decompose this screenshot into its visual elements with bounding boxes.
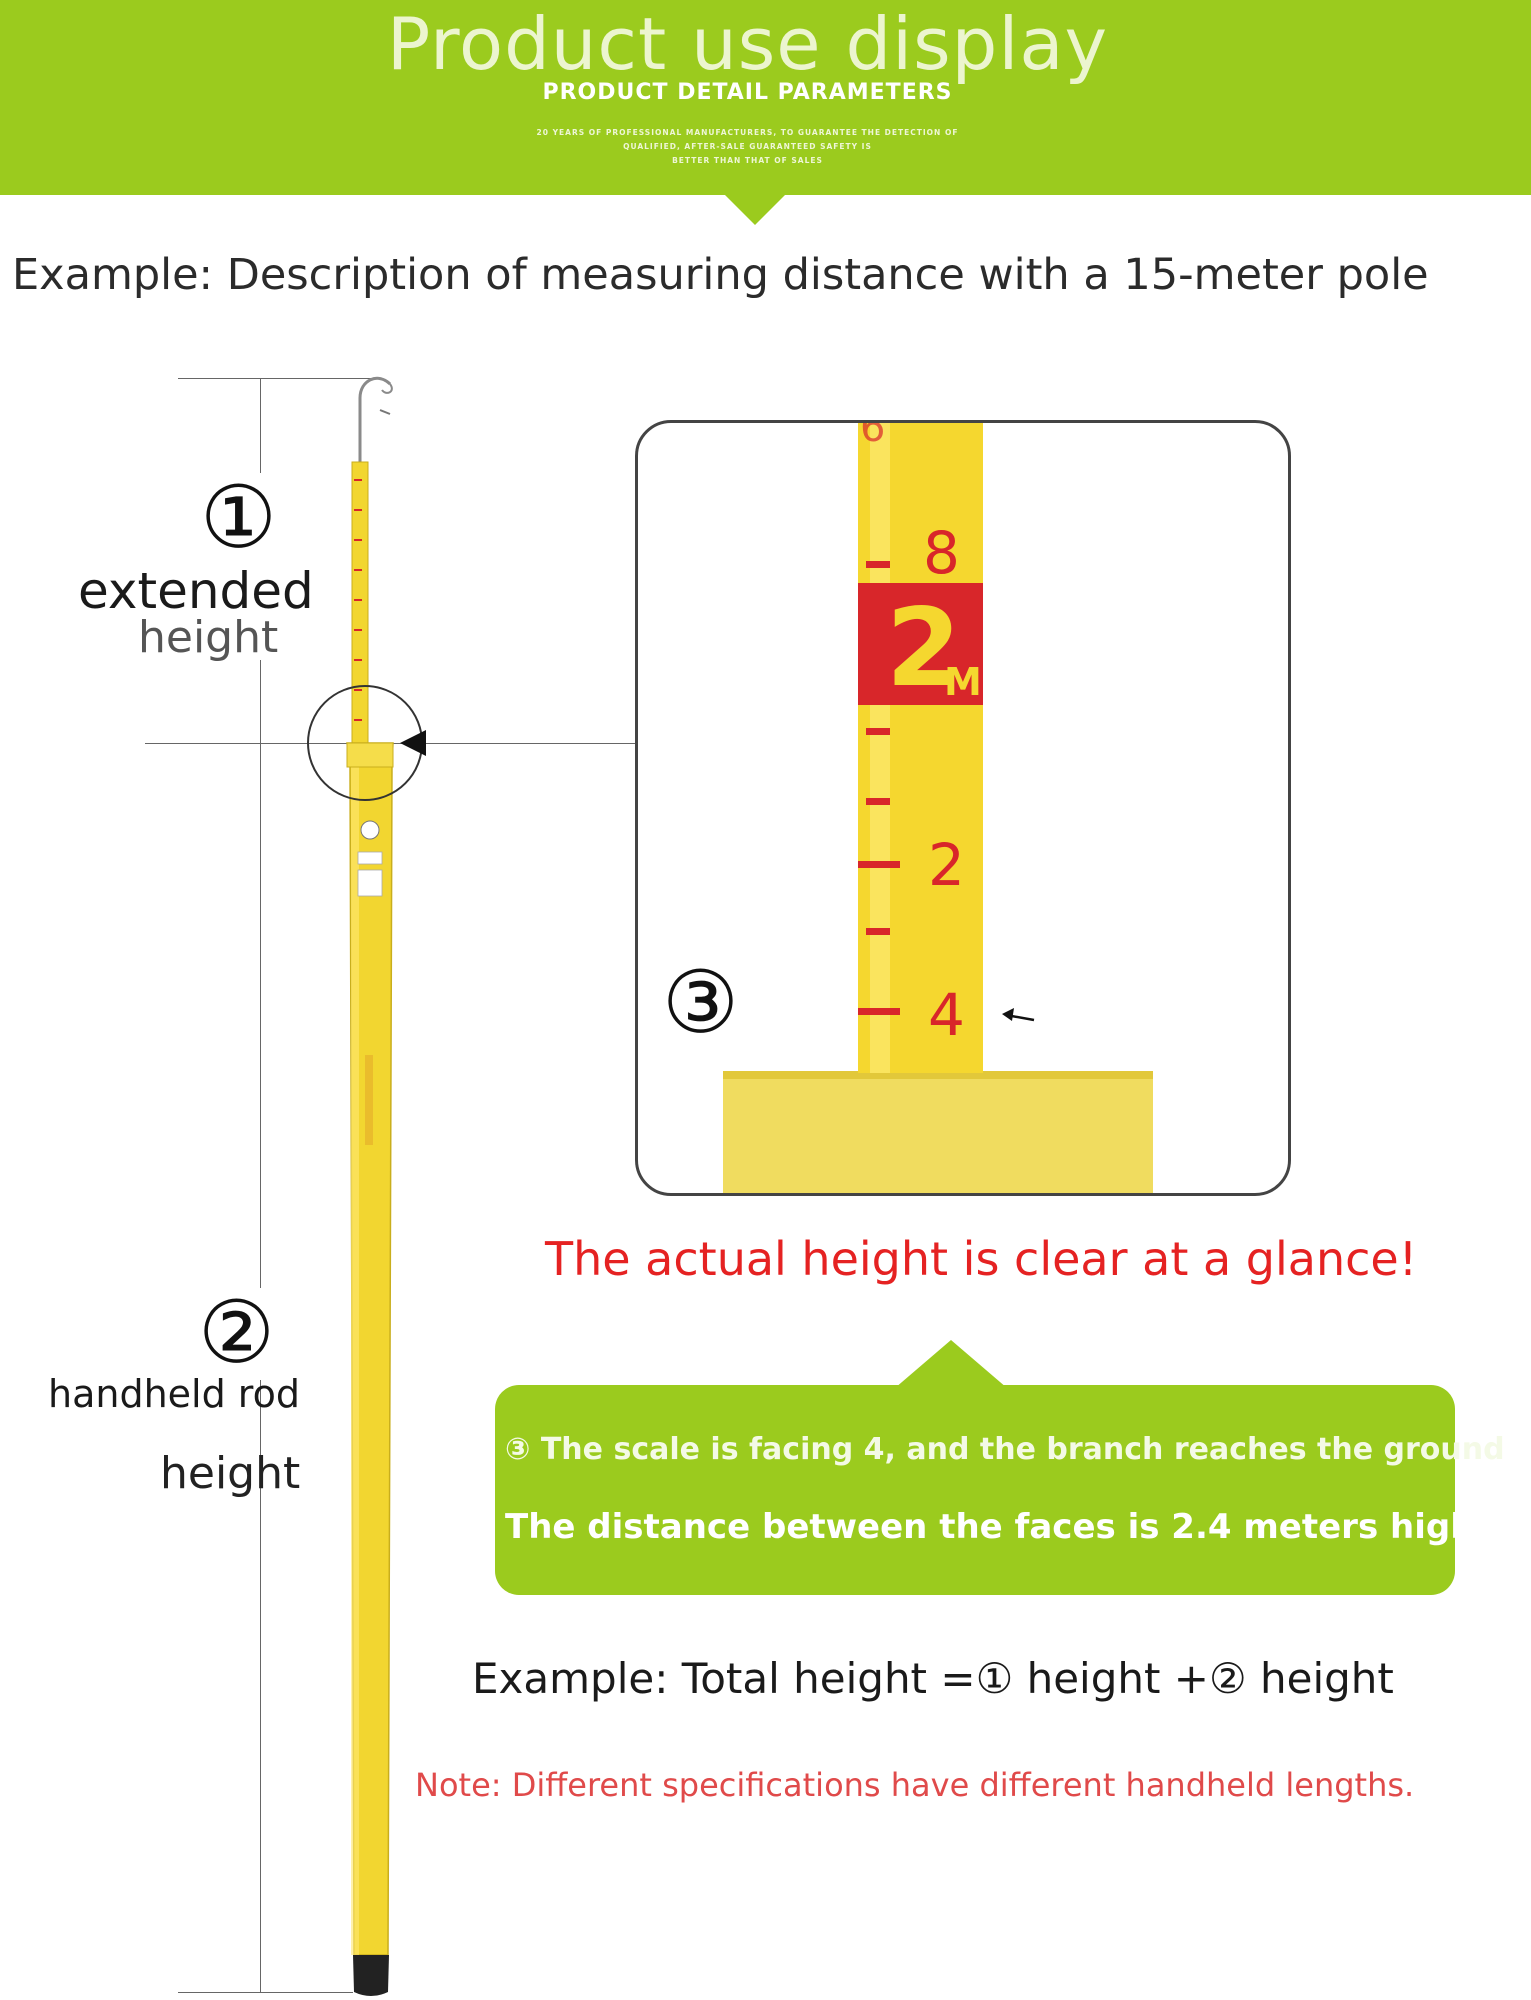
callout-box <box>495 1385 1455 1595</box>
extended-section-scale <box>354 479 362 721</box>
zoom-handheld-edge <box>723 1071 1153 1079</box>
extended-label: extended <box>78 562 314 620</box>
scale-mark-4: 4 <box>928 981 965 1049</box>
header-small-line: 20 YEARS OF PROFESSIONAL MANUFACTURERS, … <box>536 128 959 137</box>
extended-section <box>351 461 369 746</box>
glance-caption: The actual height is clear at a glance! <box>545 1232 1418 1286</box>
bottom-measure-line <box>178 1992 353 1993</box>
badge-number: 2 <box>886 586 961 711</box>
top-measure-line <box>178 378 373 379</box>
zoom-handheld-section <box>723 1071 1153 1193</box>
header-banner <box>0 0 1531 195</box>
scale-2m-badge <box>858 583 983 705</box>
circle-number-3: ③ <box>662 953 740 1053</box>
measuring-pole-illustration <box>307 376 426 1996</box>
page-title: Product use display <box>386 2 1109 86</box>
circle-number-1: ① <box>200 468 278 568</box>
zoomed-scale-illustration: 2 M 8 2 4 6 <box>723 423 1153 1193</box>
handheld-dimension-line-top <box>260 743 261 1288</box>
header-notch <box>725 195 785 225</box>
zoom-detail-box: 2 M 8 2 4 6 <box>635 420 1291 1196</box>
scale-mark-2: 2 <box>928 831 965 899</box>
pole-hook-mark <box>379 409 391 415</box>
pole-hook-tip <box>381 383 393 394</box>
handheld-rod-highlight <box>351 743 359 1955</box>
page-subtitle: PRODUCT DETAIL PARAMETERS <box>542 80 953 105</box>
badge-unit: M <box>944 660 982 704</box>
scale-mark-8: 8 <box>923 519 960 587</box>
rod-end-cap <box>353 1955 389 1996</box>
total-height-formula: Example: Total height =① height +② heigh… <box>472 1654 1394 1703</box>
zoom-scale-ticks <box>858 561 900 1015</box>
handheld-dimension-line-bottom <box>260 1380 261 1992</box>
rod-label-sticker <box>357 851 383 865</box>
rod-spec-sticker <box>357 869 383 897</box>
callout-line-2: The distance between the faces is 2.4 me… <box>505 1507 1488 1547</box>
extended-height-label: height <box>138 612 279 663</box>
callout-line-1: ③ The scale is facing 4, and the branch … <box>505 1432 1505 1467</box>
header-small-line: QUALIFIED, AFTER-SALE GUARANTEED SAFETY … <box>623 142 872 151</box>
rod-logo-sticker <box>360 820 380 840</box>
zoom-rod-highlight <box>870 423 890 1073</box>
circle-number-2: ② <box>198 1283 276 1383</box>
header-small-text: 20 YEARS OF PROFESSIONAL MANUFACTURERS, … <box>0 126 1495 168</box>
specification-note: Note: Different specifications have diff… <box>415 1766 1415 1804</box>
extended-dimension-line-bottom <box>260 660 261 743</box>
example-title: Example: Description of measuring distan… <box>12 250 1429 300</box>
handheld-rod-collar <box>346 742 394 768</box>
pole-hook <box>358 376 392 465</box>
callout-notch <box>895 1340 1007 1388</box>
handheld-rod-label: handheld rod <box>48 1372 300 1416</box>
header-small-line: BETTER THAN THAT OF SALES <box>672 156 823 165</box>
pointer-small-arrowhead <box>1002 1008 1014 1021</box>
rod-vertical-printing <box>365 1055 373 1145</box>
handheld-height-label: height <box>160 1448 301 1499</box>
scale-mark-top-partial: 6 <box>860 423 885 451</box>
pointer-arrow <box>400 730 426 756</box>
extended-dimension-line-top <box>260 378 261 473</box>
